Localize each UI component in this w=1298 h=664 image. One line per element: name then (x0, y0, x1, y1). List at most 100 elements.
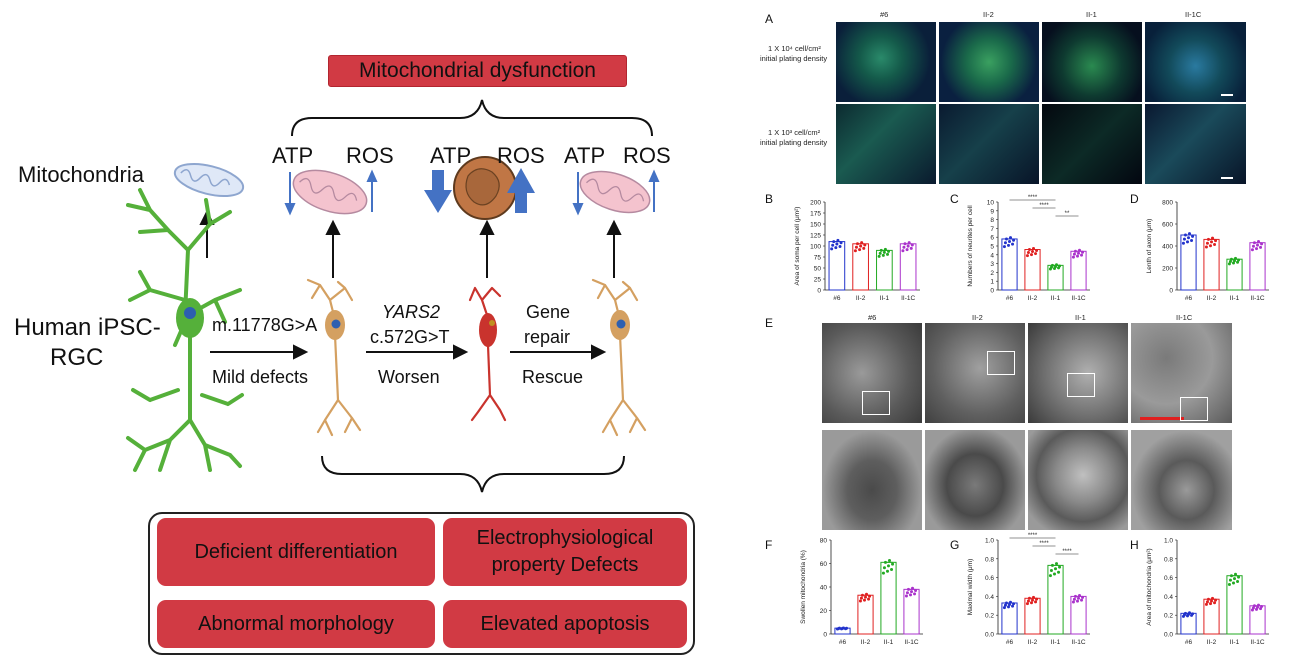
y-tick-label: 2 (990, 270, 994, 277)
category-label: II-1 (1051, 295, 1061, 302)
repair-label: repair (524, 327, 571, 347)
tan-neuron-2 (591, 278, 647, 437)
category-label: II-1C (901, 295, 915, 302)
category-label: II-2 (861, 639, 871, 646)
data-point (886, 252, 890, 256)
data-point (859, 596, 863, 600)
data-point (1057, 570, 1061, 574)
yars2-label: YARS2 (382, 302, 441, 322)
category-label: II-2 (1207, 295, 1217, 302)
panel-f-letter: F (765, 538, 773, 552)
fluor-tile (836, 22, 936, 102)
category-label: II-1 (880, 295, 890, 302)
category-label: II-2 (1028, 295, 1038, 302)
data-point (1213, 601, 1217, 605)
outcome-deficient-differentiation: Deficient differentiation (157, 518, 435, 586)
mild-defects-label: Mild defects (212, 367, 309, 387)
data-point (867, 597, 871, 601)
data-point (881, 571, 885, 575)
data-point (1029, 601, 1033, 605)
data-point (1228, 260, 1232, 264)
category-label: II-1C (1071, 639, 1085, 646)
y-tick-label: 0.6 (985, 575, 994, 582)
data-point (1075, 254, 1079, 258)
data-point (1231, 261, 1235, 265)
em-zoom-tile (822, 430, 922, 530)
data-point (1034, 252, 1038, 256)
fluor-tile (836, 104, 936, 184)
y-tick-label: 125 (810, 233, 821, 240)
data-point (1052, 572, 1056, 576)
data-point (858, 248, 862, 252)
mutation-2-label: c.572G>T (370, 327, 450, 347)
data-point (1031, 598, 1034, 602)
category-label: II-1C (904, 639, 918, 646)
up-arrows (199, 209, 622, 278)
y-tick-label: 150 (810, 222, 821, 229)
y-tick-label: 1.0 (1164, 538, 1173, 545)
ros-label-1: ROS (346, 143, 394, 168)
panel-e-letter: E (765, 316, 774, 330)
data-point (830, 247, 834, 251)
y-axis-label: Numbers of neurites per cell (967, 205, 974, 287)
y-tick-label: 20 (820, 608, 828, 615)
outcome-electrophysiological-defects: Electrophysiological property Defects (443, 518, 687, 586)
category-label: II-2 (1028, 639, 1038, 646)
a-col-1: #6 (880, 10, 889, 19)
data-point (885, 569, 889, 573)
y-tick-label: 200 (810, 200, 821, 207)
y-tick-label: 0.8 (985, 556, 994, 563)
panel-d-letter: D (1130, 192, 1139, 206)
data-point (838, 244, 842, 248)
significance-label: ** (1065, 211, 1070, 217)
red-neuron (468, 286, 507, 422)
significance-label: **** (1028, 533, 1038, 539)
data-point (902, 245, 906, 249)
data-point (1058, 565, 1062, 569)
em-scale-bar (1140, 417, 1184, 420)
data-point (1234, 572, 1238, 576)
y-tick-label: 175 (810, 211, 821, 218)
data-point (1008, 240, 1011, 244)
category-label: II-1 (1230, 295, 1240, 302)
em-zoom-box (1180, 397, 1208, 421)
green-nucleus (184, 307, 196, 319)
schematic-graphics (126, 99, 660, 493)
data-point (1259, 245, 1263, 249)
data-point (864, 595, 867, 599)
data-point (1071, 600, 1075, 604)
a-col-3: II-1 (1086, 10, 1097, 19)
y-tick-label: 9 (990, 208, 994, 215)
data-point (1012, 238, 1016, 242)
data-point (1182, 237, 1186, 241)
y-tick-label: 100 (810, 244, 821, 251)
horizontal-arrows (210, 344, 607, 360)
data-point (1233, 259, 1236, 263)
y-tick-label: 25 (814, 277, 822, 284)
e-col-4: II-1C (1176, 313, 1193, 322)
data-point (834, 246, 838, 250)
category-label: II-1 (884, 639, 894, 646)
y-axis-label: Lenth of axon (μm) (1146, 219, 1153, 274)
data-point (1003, 241, 1007, 245)
data-point (1188, 232, 1192, 236)
data-point (913, 592, 917, 596)
y-tick-label: 0.0 (985, 632, 994, 639)
y-tick-label: 5 (990, 244, 994, 251)
thick-blue-arrows (424, 168, 535, 213)
y-tick-label: 0.0 (1164, 632, 1173, 639)
significance-label: **** (1039, 541, 1049, 547)
a-row1-line2: initial plating density (760, 54, 828, 63)
y-tick-label: 0.6 (1164, 575, 1173, 582)
y-tick-label: 0.2 (1164, 613, 1173, 620)
data-point (1025, 254, 1029, 258)
data-point (1236, 260, 1240, 264)
data-point (1210, 599, 1213, 603)
y-tick-label: 75 (814, 255, 822, 262)
category-label: #6 (1185, 639, 1193, 646)
atp-label-3: ATP (564, 143, 606, 168)
ros-label-2: ROS (497, 143, 545, 168)
data-point (858, 599, 862, 603)
y-tick-label: 80 (820, 538, 828, 545)
data-point (906, 244, 910, 248)
